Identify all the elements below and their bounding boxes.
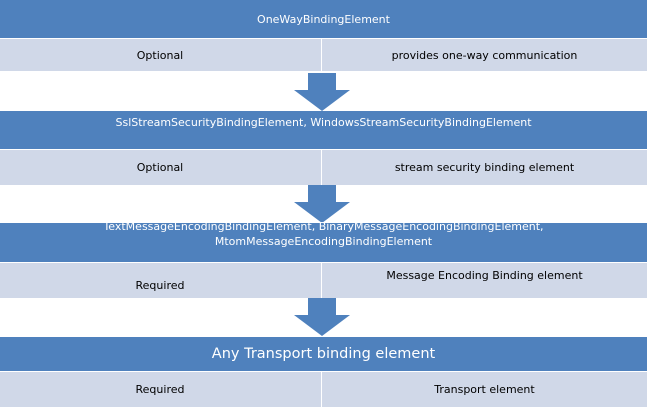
stage-2-title-band: SslStreamSecurityBindingElement, Windows… [0, 111, 647, 149]
down-arrow-icon [294, 185, 350, 223]
down-arrow-icon [294, 298, 350, 336]
stage-4-title-band: Any Transport binding element [0, 337, 647, 371]
stage-1-description: provides one-way communication [321, 39, 647, 71]
stage-1-detail-row: Optional provides one-way communication [0, 38, 647, 71]
stage-4-requirement: Required [135, 383, 185, 396]
stage-3-description: Message Encoding Binding element [321, 263, 647, 298]
stage-4-detail-row: Required Transport element [0, 371, 647, 407]
stage-3-title-band: TextMessageEncodingBindingElement, Binar… [0, 220, 647, 262]
stage-3-title-line-2: MtomMessageEncodingBindingElement [214, 235, 433, 248]
stage-3-requirement: Required [135, 279, 185, 292]
stage-2-requirement: Optional [136, 161, 184, 174]
stage-1-title: OneWayBindingElement [257, 12, 390, 26]
stage-3-detail-row: Required Message Encoding Binding elemen… [0, 262, 647, 298]
stage-2-description: stream security binding element [321, 150, 647, 185]
stage-2-detail-row: Optional stream security binding element [0, 149, 647, 185]
stage-4-description: Transport element [321, 372, 647, 407]
stage-1-title-band: OneWayBindingElement [0, 0, 647, 38]
stage-1-requirement: Optional [136, 48, 184, 62]
stage-3-title-line-1: TextMessageEncodingBindingElement, Binar… [103, 220, 544, 233]
down-arrow-icon [294, 73, 350, 111]
stage-4-title: Any Transport binding element [211, 345, 436, 362]
stage-2-title: SslStreamSecurityBindingElement, Windows… [115, 115, 532, 129]
